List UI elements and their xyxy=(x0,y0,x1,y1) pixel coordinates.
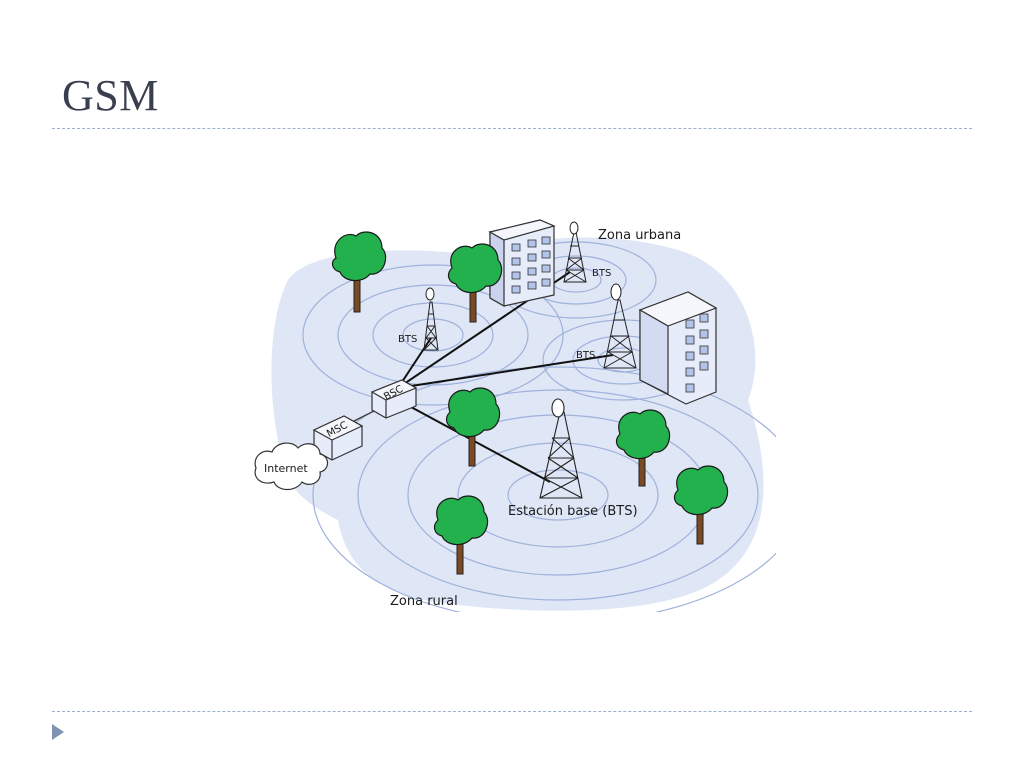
internet-label: Internet xyxy=(264,462,308,475)
tree-icon xyxy=(673,465,729,545)
bsc-node: BSC xyxy=(370,379,418,419)
rural-zone-label: Zona rural xyxy=(390,594,458,609)
gsm-network-diagram: BSC MSC Internet Zona urbana BTS BTS BT xyxy=(254,219,776,612)
building-icon xyxy=(638,291,718,405)
footer-divider xyxy=(52,711,972,712)
triangle-right-icon[interactable] xyxy=(52,724,64,740)
bts-label: BTS xyxy=(576,350,595,361)
tree-icon xyxy=(447,243,503,323)
internet-cloud-icon: Internet xyxy=(254,442,329,491)
tree-icon xyxy=(433,495,489,575)
tree-icon xyxy=(331,231,387,313)
tree-icon xyxy=(445,387,501,467)
title-divider xyxy=(52,128,972,129)
bts-tower-icon xyxy=(603,283,637,369)
tree-icon xyxy=(615,409,671,487)
base-station-label: Estación base (BTS) xyxy=(508,504,638,519)
base-station-tower-icon xyxy=(539,398,583,499)
bts-label: BTS xyxy=(592,268,611,279)
slide-title: GSM xyxy=(62,71,159,120)
bts-label: BTS xyxy=(398,334,417,345)
bts-tower-icon xyxy=(423,287,439,351)
urban-zone-label: Zona urbana xyxy=(598,228,681,243)
bts-tower-icon xyxy=(563,221,587,283)
